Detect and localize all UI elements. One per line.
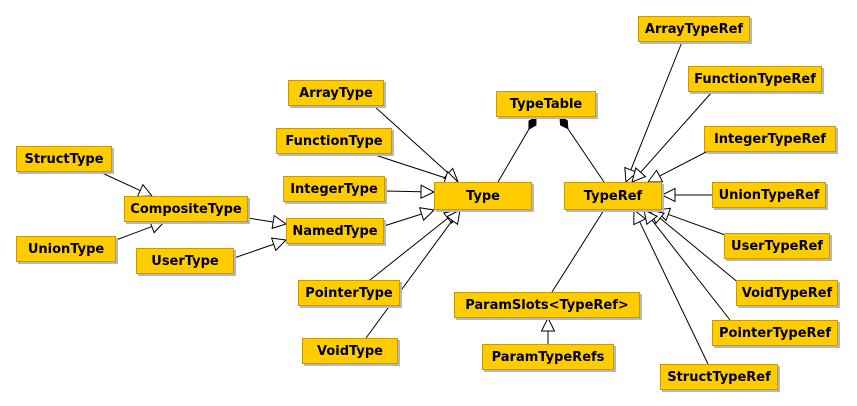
node-union-type[interactable]: UnionType xyxy=(16,236,116,262)
node-label: TypeTable xyxy=(509,96,583,112)
inheritance-arrowhead xyxy=(660,187,676,203)
node-param-slots[interactable]: ParamSlots<TypeRef> xyxy=(454,292,640,318)
node-function-type[interactable]: FunctionType xyxy=(276,128,392,154)
node-union-type-ref[interactable]: UnionTypeRef xyxy=(712,182,826,208)
inheritance-arrowhead xyxy=(633,208,647,226)
node-label: ParamSlots<TypeRef> xyxy=(465,297,629,313)
node-label: UnionTypeRef xyxy=(718,187,820,203)
node-label: FunctionType xyxy=(285,133,383,149)
edge-user-type-ref-to-type-ref xyxy=(654,207,729,237)
node-label: StructType xyxy=(24,151,104,167)
node-label: CompositeType xyxy=(130,201,242,217)
node-type[interactable]: Type xyxy=(434,182,532,210)
node-void-type-ref[interactable]: VoidTypeRef xyxy=(736,280,838,306)
edge-struct-type-to-composite-type xyxy=(99,171,154,197)
node-label: ArrayTypeRef xyxy=(644,21,744,37)
node-label: IntegerTypeRef xyxy=(713,131,827,147)
inheritance-arrowhead xyxy=(271,214,288,230)
node-label: UserTypeRef xyxy=(731,238,823,254)
node-void-type[interactable]: VoidType xyxy=(302,338,398,364)
node-label: ArrayType xyxy=(299,85,373,101)
edge-integer-type-to-type xyxy=(384,184,436,200)
edge-union-type-ref-to-type-ref xyxy=(660,187,712,203)
node-label: UserType xyxy=(151,253,219,269)
inheritance-arrowhead xyxy=(631,167,647,183)
node-struct-type[interactable]: StructType xyxy=(16,146,112,172)
inheritance-arrowhead xyxy=(148,219,166,234)
inheritance-arrowhead xyxy=(418,207,436,222)
node-label: UnionType xyxy=(27,241,105,257)
edge-type-to-type-table xyxy=(497,116,537,183)
node-pointer-type[interactable]: PointerType xyxy=(298,280,400,306)
edge-integer-type-ref-to-type-ref xyxy=(647,149,711,183)
edge-param-type-refs-to-param-slots xyxy=(540,316,556,344)
node-label: PointerType xyxy=(305,285,393,301)
node-user-type-ref[interactable]: UserTypeRef xyxy=(724,233,830,259)
node-array-type[interactable]: ArrayType xyxy=(288,80,384,106)
edge-pointer-type-ref-to-type-ref xyxy=(643,209,731,321)
edge-array-type-ref-to-type-ref xyxy=(624,41,683,184)
composition-diamond xyxy=(528,116,537,130)
node-param-type-refs[interactable]: ParamTypeRefs xyxy=(482,344,614,370)
edge-void-type-to-type xyxy=(365,209,461,339)
inheritance-arrowhead xyxy=(136,183,154,197)
inheritance-arrowhead xyxy=(420,184,436,200)
node-named-type[interactable]: NamedType xyxy=(286,218,384,244)
edge-param-slots-to-type-ref xyxy=(551,209,605,293)
node-label: StructTypeRef xyxy=(667,369,771,385)
node-type-ref[interactable]: TypeRef xyxy=(564,182,662,210)
node-label: VoidType xyxy=(317,343,383,359)
node-integer-type-ref[interactable]: IntegerTypeRef xyxy=(704,126,836,152)
edge-user-type-to-named-type xyxy=(233,237,288,259)
node-integer-type[interactable]: IntegerType xyxy=(283,176,385,202)
node-pointer-type-ref[interactable]: PointerTypeRef xyxy=(712,320,838,346)
edge-union-type-to-composite-type xyxy=(115,219,166,241)
edge-struct-type-ref-to-type-ref xyxy=(633,208,709,365)
inheritance-arrowhead xyxy=(647,169,664,183)
node-struct-type-ref[interactable]: StructTypeRef xyxy=(660,364,778,390)
inheritance-arrowhead xyxy=(540,316,556,332)
edge-type-ref-to-type-table xyxy=(559,116,605,183)
node-label: Type xyxy=(466,188,500,204)
node-label: VoidTypeRef xyxy=(741,285,833,301)
node-composite-type[interactable]: CompositeType xyxy=(124,196,248,222)
node-array-type-ref[interactable]: ArrayTypeRef xyxy=(638,16,750,42)
node-label: PointerTypeRef xyxy=(718,325,832,341)
edge-composite-type-to-named-type xyxy=(247,214,288,230)
inheritance-arrowhead xyxy=(270,237,288,252)
node-label: TypeRef xyxy=(583,188,643,204)
inheritance-arrowhead xyxy=(643,209,659,226)
inheritance-arrowhead xyxy=(446,209,461,226)
inheritance-arrowhead xyxy=(624,166,638,184)
node-label: FunctionTypeRef xyxy=(694,71,816,87)
node-function-type-ref[interactable]: FunctionTypeRef xyxy=(688,66,822,92)
composition-diamond xyxy=(559,116,569,130)
node-type-table[interactable]: TypeTable xyxy=(496,91,596,117)
node-label: ParamTypeRefs xyxy=(491,349,605,365)
edge-named-type-to-type xyxy=(383,207,436,227)
node-user-type[interactable]: UserType xyxy=(136,248,234,274)
node-label: IntegerType xyxy=(290,181,378,197)
edge-function-type-ref-to-type-ref xyxy=(631,91,713,183)
node-label: NamedType xyxy=(292,223,378,239)
